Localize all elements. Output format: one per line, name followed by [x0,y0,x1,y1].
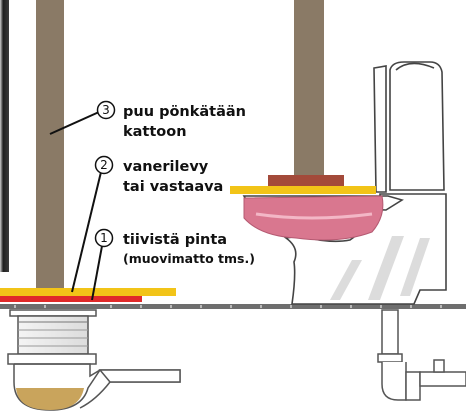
floor-line [0,304,466,309]
trap-water [16,388,84,410]
label-2-line2: tai vastaava [123,179,223,195]
callout-1: 1 tiivistä pinta (muovimatto tms.) [91,228,255,301]
callout-number-2: 2 [100,158,108,172]
label-2-line1: vanerilevy [123,159,209,175]
callout-circle-2 [94,155,114,175]
leader-line-1 [91,245,103,301]
callout-2: 2 vanerilevy tai vastaava [71,155,223,293]
label-1-line1: tiivistä pinta [123,232,227,248]
wood-prop-right [294,0,324,176]
drain-pipe-left [7,309,181,411]
label-1-line2: (muovimatto tms.) [123,251,255,266]
label-3-line2: kattoon [123,124,187,140]
callout-number-3: 3 [102,103,110,117]
callout-circle-3 [96,100,116,120]
callout-circle-1 [94,228,114,248]
wood-prop-left [36,0,64,288]
leader-line-3 [49,111,100,135]
wood-block [268,175,344,186]
plywood-board-right [230,186,376,194]
wall-shadow [0,0,9,272]
callout-number-1: 1 [100,231,108,245]
toilet-tank [389,61,445,191]
leader-line-2 [71,171,102,293]
callout-3: 3 puu pönkätään kattoon [49,100,246,140]
seal-layer-left [0,296,142,302]
toilet-lid [373,65,387,193]
drain-pipe-right [377,309,466,401]
plywood-board-left [0,288,176,296]
label-3-line1: puu pönkätään [123,104,246,120]
